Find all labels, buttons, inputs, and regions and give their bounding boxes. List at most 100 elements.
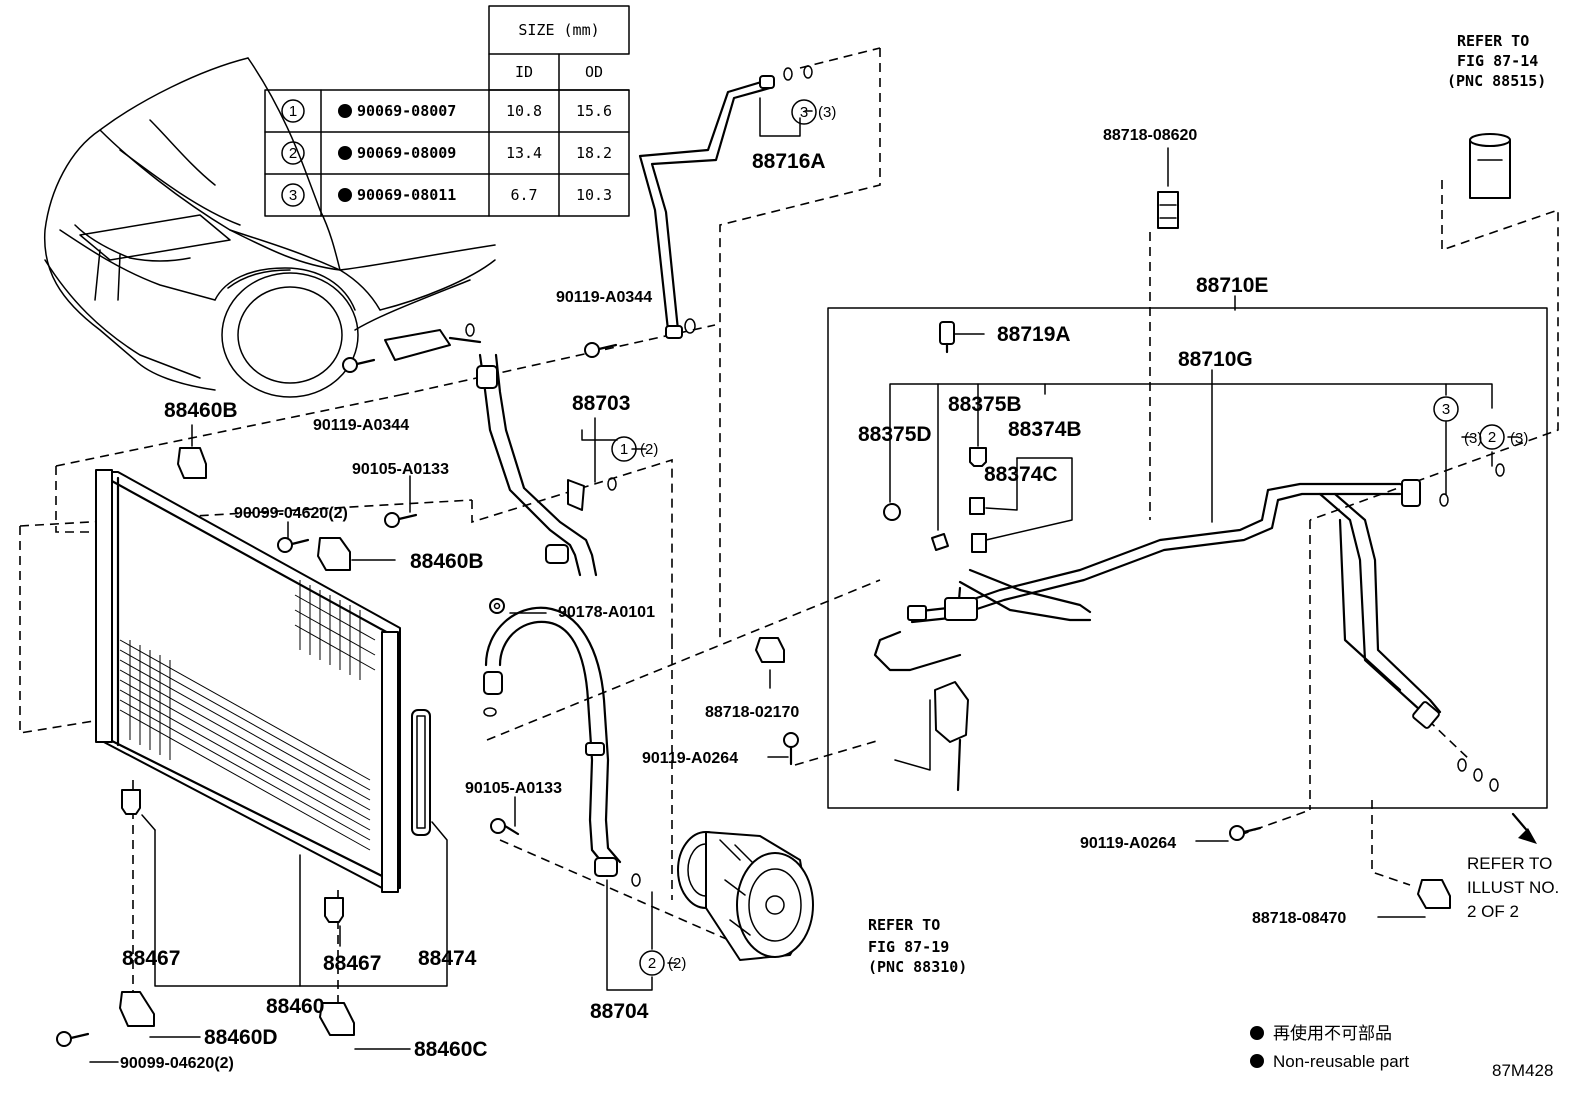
label-88374B: 88374B	[1008, 418, 1082, 441]
bolt-icon	[584, 342, 618, 358]
label-88467-a: 88467	[122, 947, 180, 970]
legend: 再使用不可部品 Non-reusable part 87M428	[1250, 1023, 1553, 1080]
size-ref-2: 2	[289, 145, 297, 162]
size-table-col-id: ID	[515, 63, 533, 81]
label-88460: 88460	[266, 995, 324, 1018]
size-part-2: 90069-08009	[357, 144, 456, 162]
assembly-88710E-box	[827, 307, 1548, 809]
circle-ref-3: 3	[800, 104, 808, 121]
quantity-circles: 3 1 2 3 2	[611, 99, 1505, 976]
seal-88474	[411, 709, 431, 836]
bracket-88460D	[119, 991, 155, 1027]
legend-line-en: Non-reusable part	[1273, 1052, 1409, 1071]
part-labels: 88716A (3) 90119-A0344 90119-A0344 88460…	[120, 104, 1528, 1072]
circle-ref-2: 2	[648, 955, 656, 972]
non-reusable-dot-icon	[1250, 1026, 1264, 1040]
size-table: SIZE (mm) ID OD 1 90069-08007 10.8 15.6 …	[264, 5, 630, 217]
label-90178-A0101: 90178-A0101	[558, 604, 655, 621]
label-88718-02170: 88718-02170	[705, 704, 799, 721]
ref-fig87-19-line1: REFER TO	[868, 916, 940, 934]
size-od-1: 15.6	[576, 102, 612, 120]
pipe-88710G	[873, 463, 1505, 792]
cushion-88467-right	[324, 897, 344, 923]
circle-ref-1: 1	[620, 441, 628, 458]
label-90099-04620-a: 90099-04620(2)	[234, 505, 348, 522]
size-id-2: 13.4	[506, 144, 542, 162]
bolt-icon	[490, 818, 520, 836]
circle-ref-2: 2	[1488, 429, 1496, 446]
ref-fig87-14-line1: REFER TO	[1457, 32, 1529, 50]
size-od-3: 10.3	[576, 186, 612, 204]
label-qty-88716A: (3)	[818, 104, 836, 121]
clamp-88718-08620	[1157, 191, 1179, 229]
valve-cap-88375B	[969, 447, 987, 467]
non-reusable-dot-icon	[338, 188, 352, 202]
ref-fig87-14-line3: (PNC 88515)	[1447, 72, 1546, 90]
non-reusable-dot-icon	[338, 146, 352, 160]
label-90099-04620-b: 90099-04620(2)	[120, 1055, 234, 1072]
non-reusable-dot-icon	[1250, 1054, 1264, 1068]
clamp-88718-08470	[1417, 879, 1451, 909]
label-88467-b: 88467	[323, 952, 381, 975]
bolt-icon	[342, 357, 376, 373]
clamp-88718-02170	[755, 637, 785, 663]
bolt-icon	[1229, 825, 1262, 841]
valve-core-small	[931, 533, 949, 551]
label-90119-A0344-a: 90119-A0344	[556, 289, 652, 306]
label-qty-88704: (2)	[668, 955, 686, 972]
ref-illust-line2: ILLUST NO.	[1467, 878, 1559, 897]
bracket-88460C	[319, 1002, 355, 1036]
condenser-88460	[95, 447, 431, 1036]
valve-cap-88375D	[883, 503, 901, 521]
label-88703: 88703	[572, 392, 630, 415]
compressor-88310	[677, 831, 814, 961]
label-88374C: 88374C	[984, 463, 1058, 486]
label-qty-2-right: (3)	[1510, 430, 1528, 447]
label-90119-A0344-b: 90119-A0344	[313, 417, 409, 434]
label-90105-A0133-a: 90105-A0133	[352, 461, 449, 478]
pressure-switch-88719A	[939, 321, 955, 345]
bolts	[56, 342, 1262, 1047]
label-88719A: 88719A	[997, 323, 1071, 346]
bolt-icon	[783, 732, 799, 766]
ref-illust-line1: REFER TO	[1467, 854, 1552, 873]
label-88718-08470: 88718-08470	[1252, 910, 1346, 927]
bolt-icon	[56, 1031, 90, 1047]
label-88716A: 88716A	[752, 150, 826, 173]
label-88375B: 88375B	[948, 393, 1022, 416]
condenser-fins	[119, 580, 376, 851]
ref-illust-line3: 2 OF 2	[1467, 902, 1519, 921]
label-90119-A0264-b: 90119-A0264	[1080, 835, 1176, 852]
size-id-3: 6.7	[510, 186, 537, 204]
sensor-88515	[1469, 139, 1511, 199]
label-88474: 88474	[418, 947, 477, 970]
label-88460B-b: 88460B	[410, 550, 484, 573]
hose-88703	[384, 323, 617, 577]
size-table-header: SIZE (mm)	[518, 21, 599, 39]
bolt-icon	[277, 537, 310, 553]
size-table-col-od: OD	[585, 63, 603, 81]
reference-notes: REFER TO FIG 87-14 (PNC 88515) REFER TO …	[868, 32, 1559, 976]
size-part-3: 90069-08011	[357, 186, 456, 204]
size-id-1: 10.8	[506, 102, 542, 120]
ref-fig87-14-line2: FIG 87-14	[1457, 52, 1538, 70]
label-qty-88703: (2)	[640, 441, 658, 458]
label-90119-A0264-a: 90119-A0264	[642, 750, 738, 767]
legend-line-cn: 再使用不可部品	[1273, 1023, 1392, 1043]
label-88710E: 88710E	[1196, 274, 1268, 297]
leader-lines	[89, 97, 1537, 1063]
bracket-88460B-lower	[317, 537, 351, 571]
label-90105-A0133-b: 90105-A0133	[465, 780, 562, 797]
label-qty-3-right: (3)	[1464, 430, 1482, 447]
hose-88716A	[638, 65, 813, 339]
label-88710G: 88710G	[1178, 348, 1253, 371]
nut-icon	[489, 598, 505, 614]
vehicle-front-outline	[43, 57, 496, 398]
valve-88374B	[971, 533, 987, 553]
ref-fig87-19-line2: FIG 87-19	[868, 938, 949, 956]
bracket-88460B-upper	[177, 447, 207, 479]
cushion-88467-left	[121, 789, 141, 815]
size-od-2: 18.2	[576, 144, 612, 162]
label-88460D: 88460D	[204, 1026, 278, 1049]
